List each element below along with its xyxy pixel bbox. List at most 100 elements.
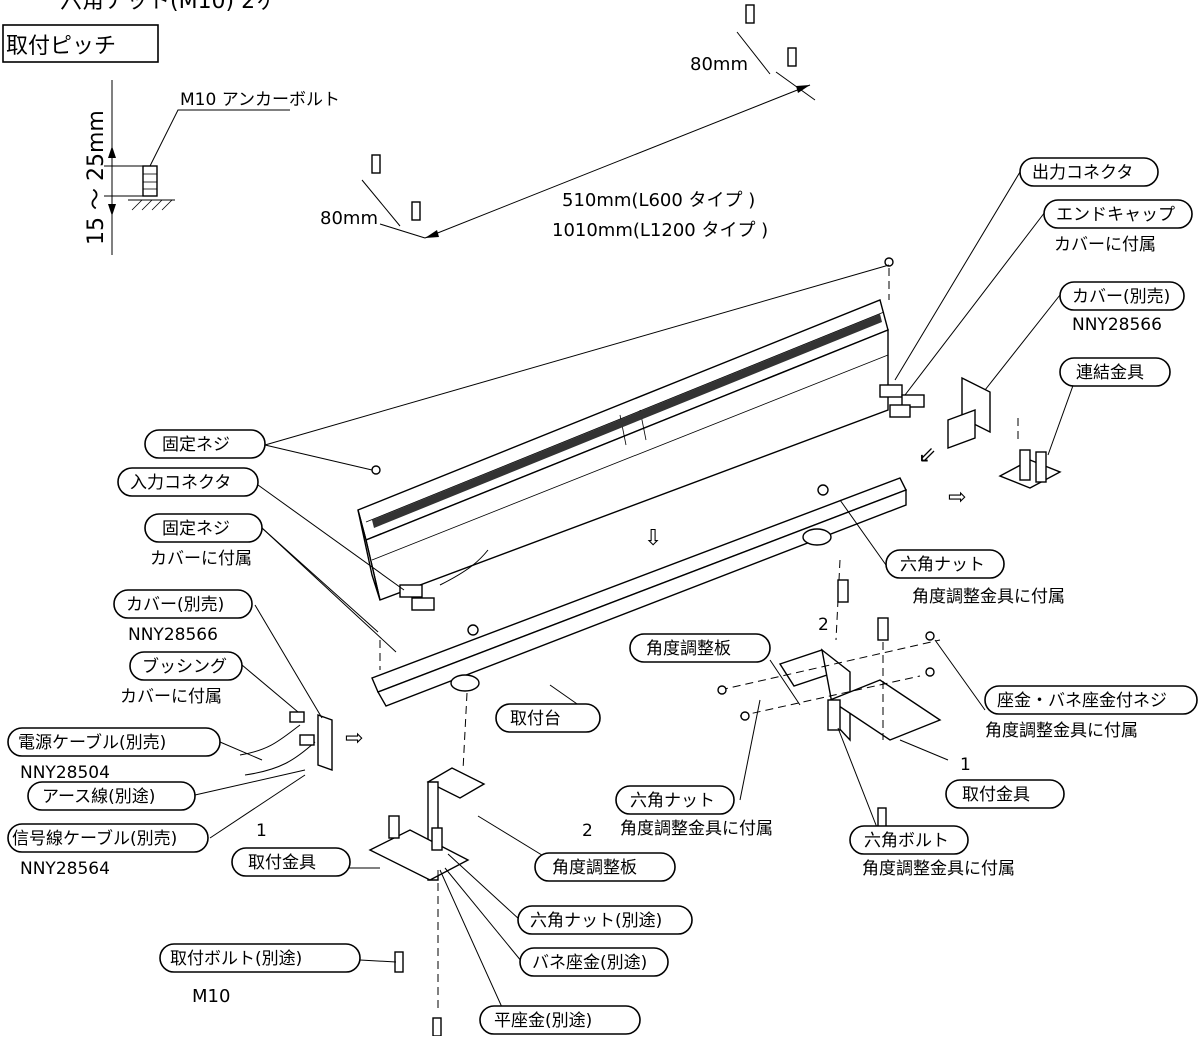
callout-hex-bolt: 六角ボルト 角度調整金具に付属 [849, 825, 1015, 879]
power-cable-part: NNY28504 [20, 763, 110, 783]
joint-bracket-label: 連結金具 [1076, 363, 1144, 383]
pitch-title: 取付ピッチ [6, 34, 116, 59]
callout-washer-screw: 座金・バネ座金付ネジ 角度調整金具に付属 [984, 685, 1198, 741]
callout-bushing: ブッシング カバーに付属 [120, 651, 243, 707]
power-cable-label: 電源ケーブル(別売) [18, 732, 166, 753]
span-l600-label: 510mm(L600 タイプ ) [562, 190, 755, 211]
arrow-left-icon: ⇙ [918, 443, 936, 468]
hex-nut-mid-label: 六角ナット [630, 791, 715, 811]
callout-earth-wire: アース線(別途) [27, 781, 196, 811]
output-connector-label: 出力コネクタ [1032, 163, 1133, 183]
signal-cable-part: NNY28564 [20, 859, 110, 879]
down-arrow-icon: ⇩ [644, 526, 662, 551]
cover-left-part: NNY28566 [128, 625, 218, 645]
mount-base-shape [371, 477, 907, 707]
callout-output-connector: 出力コネクタ [1019, 157, 1159, 187]
cover-right-part: NNY28566 [1072, 315, 1162, 335]
angle-plate-bottom-num: 2 [582, 821, 593, 841]
callout-angle-plate-top: 角度調整板 [629, 633, 771, 663]
top-bolt-2 [787, 47, 797, 67]
bracket-left-label: 取付金具 [248, 853, 316, 873]
fixing-screw-top-shape [884, 257, 894, 267]
joint-bracket-shape [998, 449, 1062, 489]
spring-washer-label: バネ座金(別途) [532, 953, 647, 973]
hex-bolt-note: 角度調整金具に付属 [862, 859, 1015, 879]
end-cap-note: カバーに付属 [1054, 235, 1156, 255]
fixing-screw-1-shape [371, 465, 381, 475]
pitch-a-label: 80mm [690, 54, 748, 75]
callout-mount-base: 取付台 [495, 703, 601, 733]
mount-bolt-size: M10 [192, 986, 230, 1007]
earth-wire-label: アース線(別途) [42, 787, 155, 807]
pitch-title-box [2, 24, 159, 63]
callout-mount-bolt: 取付ボルト(別途) M10 [159, 943, 361, 1007]
bracket-left-shape [368, 829, 470, 881]
leader-lines [194, 171, 1076, 1026]
bracket-right-label: 取付金具 [962, 785, 1030, 805]
bushing-label: ブッシング [142, 656, 227, 677]
top-cut-text: 六角ナット(M10) 2ヶ [60, 0, 277, 14]
callout-spring-washer: バネ座金(別途) [519, 947, 669, 977]
light-body [357, 299, 889, 601]
output-connector-shape [879, 384, 925, 418]
hex-nut-sep-label: 六角ナット(別途) [530, 911, 662, 931]
callout-joint-bracket: 連結金具 [1059, 357, 1171, 387]
arrow-right-icon: ⇨ [948, 485, 966, 510]
callout-power-cable: 電源ケーブル(別売) NNY28504 [7, 727, 221, 783]
fixing-screw-2-note: カバーに付属 [150, 549, 252, 569]
hex-nut-top-label: 六角ナット [900, 555, 985, 575]
hex-bolt-label: 六角ボルト [864, 831, 949, 851]
input-connector-label: 入力コネクタ [130, 473, 231, 493]
signal-cable-label: 信号線ケーブル(別売) [12, 828, 177, 849]
dim-line-80-top [736, 31, 771, 75]
bracket-right-num: 1 [960, 755, 971, 775]
cables-shape [239, 711, 316, 776]
mount-base-label: 取付台 [510, 709, 561, 729]
callout-bracket-right: 取付金具 [945, 779, 1065, 809]
callout-cover-right: カバー(別売) NNY28566 [1059, 281, 1185, 335]
callout-hex-nut-top: 六角ナット 角度調整金具に付属 [885, 549, 1065, 607]
bracket-left-num: 1 [256, 821, 267, 841]
fixing-screw-2-label: 固定ネジ [162, 519, 230, 539]
callout-fixing-screw-1: 固定ネジ [144, 429, 266, 459]
bracket-right-shape [828, 679, 942, 741]
washer-screw-label: 座金・バネ座金付ネジ [997, 691, 1167, 711]
pitch-b-label: 80mm [320, 208, 378, 229]
callout-cover-left: カバー(別売) NNY28566 [113, 589, 253, 645]
end-cap-label: エンドキャップ [1056, 205, 1175, 225]
arrow-insert-icon: ⇨ [345, 726, 363, 751]
input-connector-shape [399, 549, 489, 611]
left-bolt-2 [411, 201, 421, 221]
hex-bolt-shape [827, 699, 841, 731]
angle-plate-top-label: 角度調整板 [646, 639, 731, 659]
hex-nut-top-note: 角度調整金具に付属 [912, 587, 1065, 607]
dim-line-80-left [361, 179, 401, 227]
left-cover-shape [317, 714, 333, 771]
mount-bolt-label: 取付ボルト(別途) [170, 949, 302, 969]
fixing-screw-1-label: 固定ネジ [162, 435, 230, 455]
angle-plate-bottom-label: 角度調整板 [552, 858, 637, 878]
cover-right-label: カバー(別売) [1072, 287, 1170, 307]
top-bolt-1 [745, 4, 755, 24]
span-l1200-label: 1010mm(L1200 タイプ ) [552, 220, 768, 241]
dim-line-span [424, 84, 811, 239]
callout-hex-nut-sep: 六角ナット(別途) [517, 905, 693, 935]
right-cover-shape [947, 376, 991, 450]
anchor-bolt-detail [104, 80, 290, 255]
callout-bracket-left: 取付金具 [231, 847, 351, 877]
anchor-bolt-shape [142, 165, 158, 197]
left-bolt-1 [371, 154, 381, 174]
washer-screw-note: 角度調整金具に付属 [985, 721, 1138, 741]
callout-end-cap: エンドキャップ カバーに付属 [1043, 199, 1193, 255]
callout-fixing-screw-2: 固定ネジ カバーに付属 [144, 513, 263, 569]
anchor-bolt-label: M10 アンカーボルト [180, 90, 340, 110]
callout-angle-plate-bottom: 角度調整板 [534, 852, 676, 882]
anchor-range-label: 15 ～ 25mm [84, 110, 109, 245]
cover-left-label: カバー(別売) [126, 595, 224, 615]
angle-plate-top-num: 2 [818, 615, 829, 635]
callout-flat-washer: 平座金(別途) [479, 1005, 641, 1035]
callout-signal-cable: 信号線ケーブル(別売) NNY28564 [7, 823, 209, 879]
bushing-note: カバーに付属 [120, 687, 222, 707]
